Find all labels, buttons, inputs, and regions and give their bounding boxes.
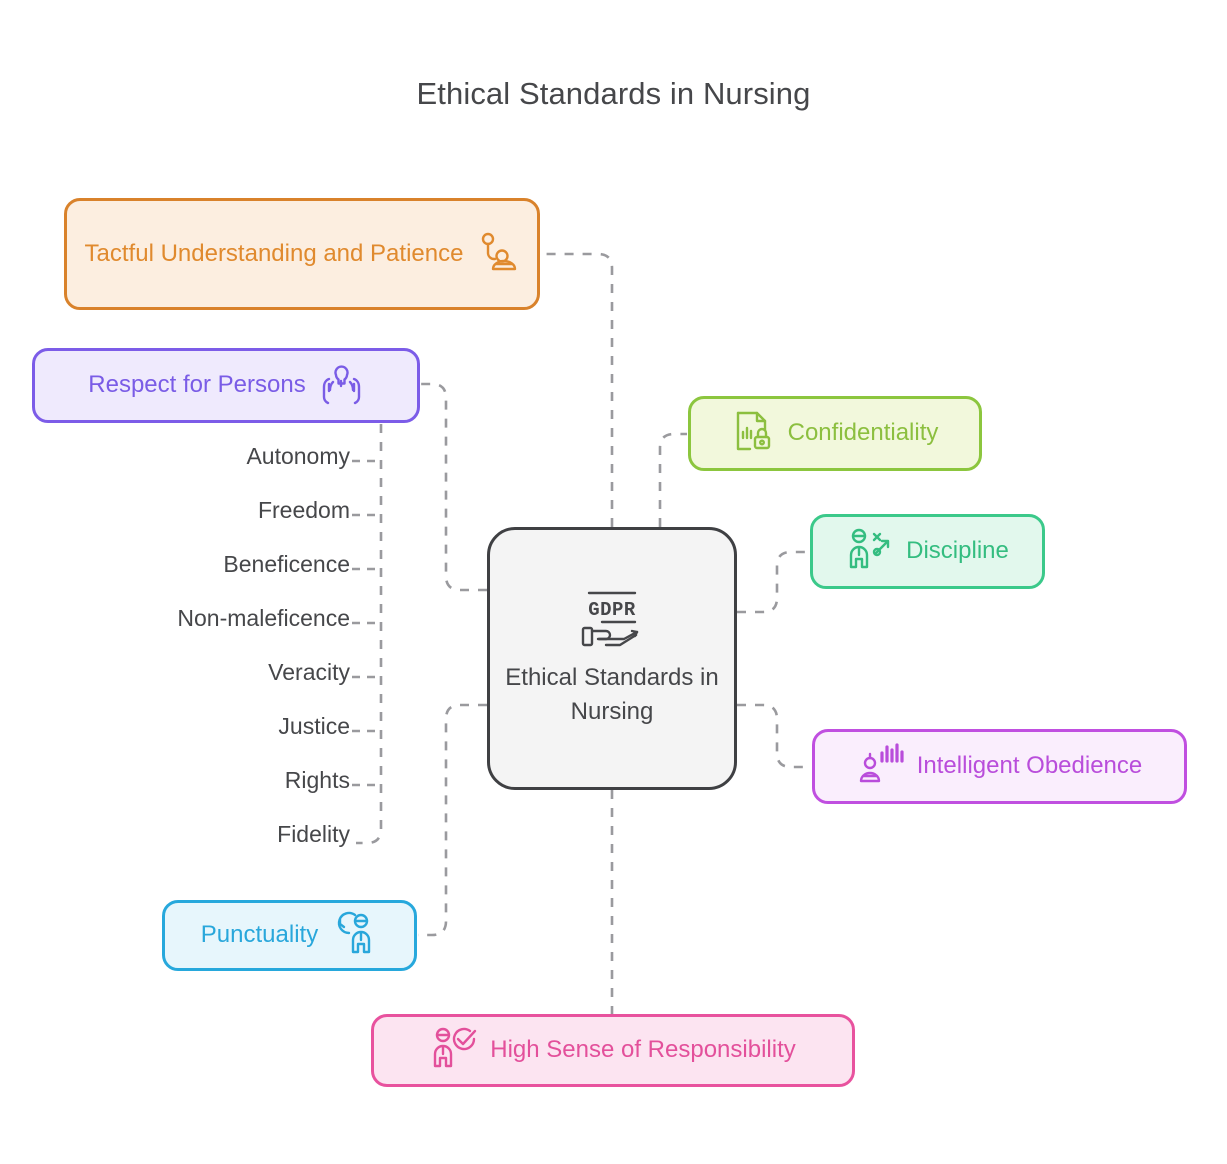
central-node[interactable]: GDPR Ethical Standards in Nursing: [487, 527, 737, 790]
subitem-beneficence[interactable]: Beneficence: [223, 551, 350, 577]
branch-label-tactful: Tactful Understanding and Patience: [84, 240, 464, 268]
branch-node-confidentiality[interactable]: Confidentiality: [688, 396, 982, 471]
branch-node-respect[interactable]: Respect for Persons: [32, 348, 420, 423]
edge-center-obedience: [737, 703, 811, 769]
branch-label-confidentiality: Confidentiality: [787, 419, 939, 447]
edge-center-punctuality: [418, 703, 487, 937]
subitem-autonomy[interactable]: Autonomy: [246, 443, 350, 469]
hands-holding-person-icon: [318, 361, 364, 410]
branch-label-obedience: Intelligent Obedience: [916, 752, 1143, 780]
clock-person-icon: [330, 910, 378, 961]
subitem-fidelity[interactable]: Fidelity: [277, 821, 350, 847]
person-growth-arrow-icon: [846, 526, 894, 577]
edge-center-confidentiality: [658, 432, 687, 527]
edge-center-respect: [421, 382, 487, 592]
document-lock-icon: [732, 408, 776, 459]
person-check-icon: [430, 1025, 478, 1076]
branch-node-tactful[interactable]: Tactful Understanding and Patience: [64, 198, 540, 310]
subitem-veracity[interactable]: Veracity: [268, 659, 350, 685]
branch-label-responsibility: High Sense of Responsibility: [490, 1036, 796, 1064]
branch-label-punctuality: Punctuality: [200, 921, 319, 949]
subitem-freedom[interactable]: Freedom: [257, 497, 350, 523]
central-node-label: Ethical Standards in Nursing: [505, 663, 719, 725]
robot-voice-wave-icon: [857, 741, 905, 792]
branch-node-discipline[interactable]: Discipline: [810, 514, 1045, 589]
edge-center-discipline: [737, 550, 809, 614]
branch-label-discipline: Discipline: [906, 537, 1009, 565]
subitem-justice[interactable]: Justice: [278, 713, 350, 739]
edge-center-tactful: [541, 252, 614, 527]
branch-node-punctuality[interactable]: Punctuality: [162, 900, 417, 971]
subitem-non-maleficence[interactable]: Non-maleficence: [177, 605, 350, 631]
page-title: Ethical Standards in Nursing: [416, 76, 811, 111]
gdpr-hand-icon: GDPR: [575, 588, 649, 655]
svg-text:GDPR: GDPR: [588, 599, 636, 621]
branch-node-responsibility[interactable]: High Sense of Responsibility: [371, 1014, 855, 1087]
branch-node-obedience[interactable]: Intelligent Obedience: [812, 729, 1187, 804]
branch-label-respect: Respect for Persons: [88, 371, 306, 399]
patience-person-icon: [475, 230, 519, 279]
edge-respect-spine: [356, 424, 383, 845]
subitem-rights[interactable]: Rights: [284, 767, 350, 793]
